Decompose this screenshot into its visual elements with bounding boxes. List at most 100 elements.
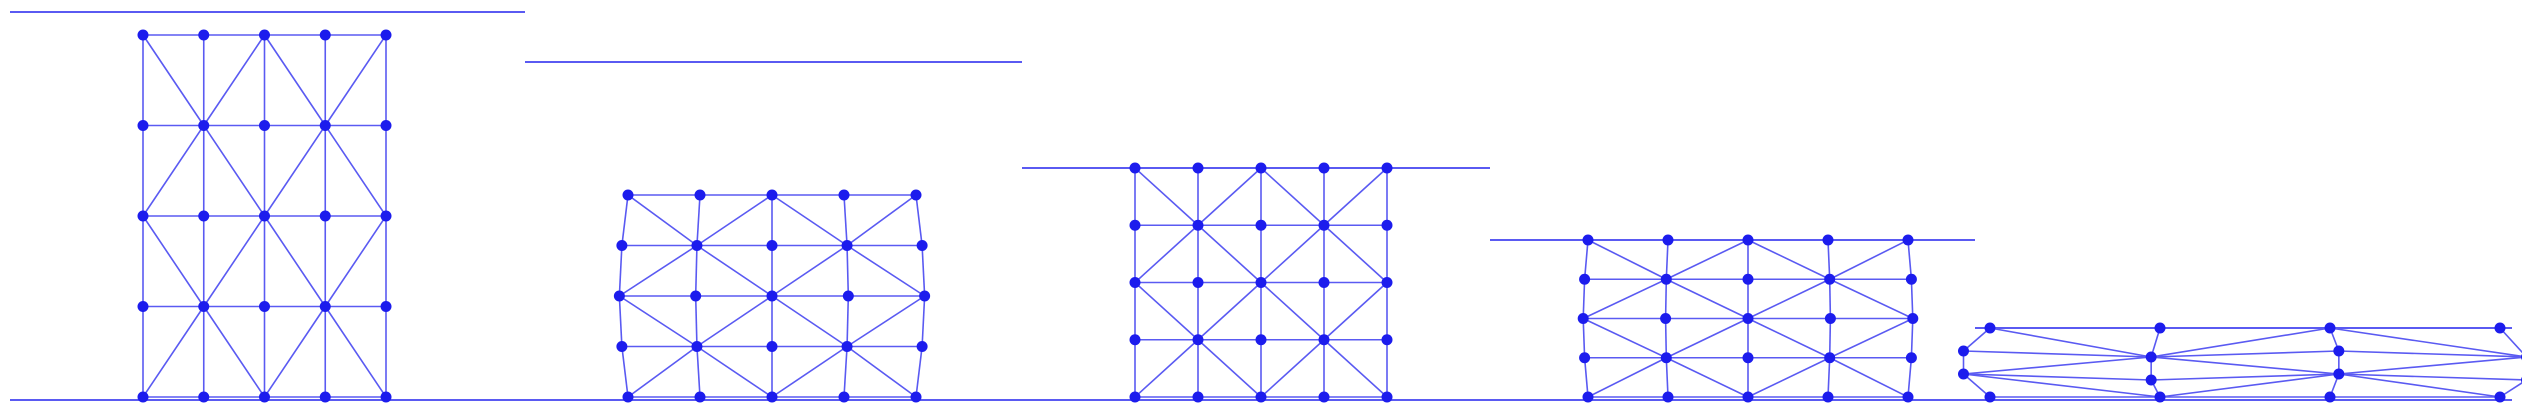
mesh-edge [921,245,926,297]
mesh-diagonal [263,125,326,217]
mesh-node [622,189,634,201]
mesh-diagonal [203,306,266,398]
mesh-diagonal [1963,373,2161,398]
mesh-diagonal [1665,239,1749,280]
mesh-diagonal [1747,357,1831,398]
mesh-diagonal [1134,339,1199,398]
mesh-diagonal [1829,357,1909,398]
mesh-edge [1664,318,1668,358]
mesh-diagonal [1260,167,1325,226]
mesh-edge [1582,318,1586,358]
mesh-diagonal [2151,327,2331,358]
mesh-node [259,210,270,222]
mesh-diagonal [1134,224,1199,284]
mesh-node [1984,391,1996,403]
mesh-node [622,391,634,403]
mesh-diagonal [1582,278,1667,320]
frame-4 [1490,234,1975,403]
mesh-edge [843,346,848,398]
mesh-diagonal [324,215,387,307]
mesh-edge [1664,279,1668,319]
mesh-node [842,290,854,302]
mesh-diagonal [1829,317,1914,359]
mesh-node [1824,273,1836,285]
mesh-node [1255,162,1267,174]
mesh-diagonal [1665,317,1749,359]
mesh-diagonal [1260,224,1325,284]
mesh-diagonal [1747,278,1831,320]
mesh-node [1192,219,1204,231]
mesh-node [2154,391,2166,403]
mesh-diagonal [846,295,926,348]
mesh-node [838,391,850,403]
mesh-edge [846,295,850,347]
mesh-edge [1583,239,1589,280]
mesh-node [1318,219,1330,231]
mesh-node [841,341,853,352]
mesh-diagonal [696,244,773,297]
mesh-node [1577,313,1589,324]
mesh-node [1318,277,1330,288]
mesh-edge [618,245,623,297]
mesh-node [2324,322,2336,334]
mesh-edge [915,346,923,398]
mesh-diagonal [618,244,698,297]
mesh-node [319,391,331,403]
mesh-node [1907,313,1919,324]
mesh-node [1660,313,1672,324]
mesh-node [1742,352,1754,364]
mesh-node [380,29,392,41]
mesh-node [1192,334,1204,346]
mesh-edge [621,194,629,246]
mesh-node [259,120,270,131]
mesh-node [1742,234,1754,246]
mesh-node [137,29,149,41]
mesh-node [616,341,628,352]
mesh-node [380,301,392,312]
mesh-diagonal [771,345,848,398]
mesh-edge [1963,350,2152,358]
mesh-node [690,290,702,302]
mesh-node [380,210,392,222]
mesh-node [919,290,931,302]
mesh-node [259,301,270,312]
mesh-node [198,120,210,131]
mesh-edge [696,194,701,246]
mesh-diagonal [771,194,848,247]
mesh-diagonal [1323,224,1388,284]
mesh-diagonal [846,194,917,247]
mesh-node [766,290,778,302]
mesh-diagonal [1323,339,1388,398]
mesh-diagonal [142,306,205,398]
mesh-node [1129,334,1141,346]
mesh-node [1662,391,1674,403]
mesh-node [1255,334,1267,346]
mesh-node [766,189,778,201]
mesh-edge [1907,357,1913,398]
mesh-node [1129,162,1141,174]
mesh-node [910,391,922,403]
mesh-node [841,240,853,251]
mesh-node [198,29,210,41]
mesh-node [1579,273,1591,285]
mesh-node [1957,368,1969,380]
mesh-node [2494,322,2506,334]
mesh-edge [843,194,848,246]
mesh-diagonal [1134,281,1199,341]
mesh-diagonal [324,306,387,398]
mesh-diagonal [2329,327,2522,358]
mesh-node [1905,352,1917,364]
mesh-edge [915,194,923,246]
mesh-node [1255,219,1267,231]
mesh-diagonal [324,34,387,126]
mesh-diagonal [1587,357,1667,398]
mesh-node [1381,334,1393,346]
mesh-node [198,210,210,222]
mesh-diagonal [1197,281,1262,341]
mesh-diagonal [1587,239,1667,280]
mesh-node [137,210,149,222]
mesh-node [1902,234,1914,246]
mesh-diagonal [324,125,387,217]
mesh-diagonal [142,34,205,126]
mesh-node [1579,352,1591,364]
